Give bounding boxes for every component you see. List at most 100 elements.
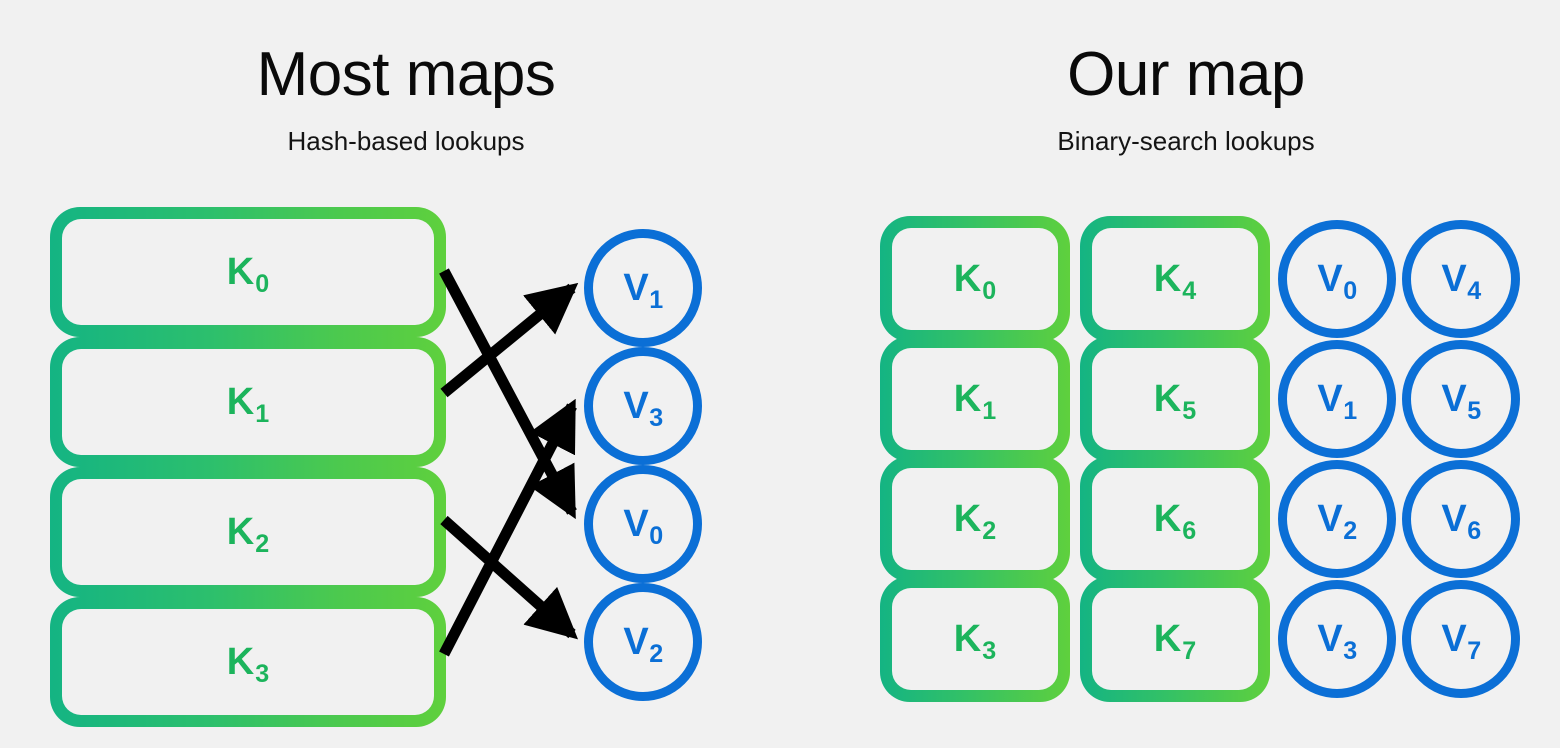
value-label-sub: 2: [1343, 516, 1358, 545]
value-label-sub: 1: [649, 285, 664, 314]
value-label: V5: [1441, 378, 1481, 423]
value-label: V1: [1317, 378, 1357, 423]
key-label-sub: 7: [1182, 636, 1197, 665]
key-label-sub: 4: [1182, 276, 1197, 305]
right-panel-subtitle: Binary-search lookups: [1057, 126, 1315, 156]
value-circle-left-1[interactable]: V3: [584, 347, 702, 465]
key-label: K3: [226, 641, 269, 686]
key-box-inner: K1: [892, 348, 1058, 450]
value-label-base: V: [1441, 258, 1467, 300]
key-label-base: K: [226, 511, 255, 553]
key-label: K0: [226, 251, 269, 296]
value-circle-right-c1-r0[interactable]: V4: [1402, 220, 1520, 338]
key-box-left-0[interactable]: K0: [50, 207, 446, 337]
value-circle-right-c0-r0[interactable]: V0: [1278, 220, 1396, 338]
key-label: K3: [953, 618, 996, 663]
value-label: V0: [1317, 258, 1357, 303]
key-label: K0: [953, 258, 996, 303]
value-circle-left-2[interactable]: V0: [584, 465, 702, 583]
key-box-inner: K0: [62, 219, 434, 325]
key-box-right-c0-r2[interactable]: K2: [880, 456, 1070, 582]
value-label-base: V: [623, 267, 649, 309]
value-circle-right-c0-r2[interactable]: V2: [1278, 460, 1396, 578]
value-label-sub: 0: [1343, 276, 1358, 305]
key-box-inner: K5: [1092, 348, 1258, 450]
key-label-sub: 0: [982, 276, 997, 305]
right-panel-title: Our map: [1067, 40, 1305, 109]
left-panel-subtitle: Hash-based lookups: [287, 126, 525, 156]
key-box-left-1[interactable]: K1: [50, 337, 446, 467]
value-label: V3: [623, 387, 663, 430]
value-label-base: V: [1441, 618, 1467, 660]
value-circle-left-0[interactable]: V1: [584, 229, 702, 347]
key-label: K1: [953, 378, 996, 423]
key-box-inner: K4: [1092, 228, 1258, 330]
value-label-base: V: [1441, 378, 1467, 420]
key-box-inner: K6: [1092, 468, 1258, 570]
key-box-right-c1-r0[interactable]: K4: [1080, 216, 1270, 342]
value-circle-right-c0-r3[interactable]: V3: [1278, 580, 1396, 698]
value-label-sub: 3: [1343, 636, 1358, 665]
value-label-base: V: [1317, 378, 1343, 420]
key-box-right-c0-r0[interactable]: K0: [880, 216, 1070, 342]
key-box-inner: K2: [892, 468, 1058, 570]
key-box-right-c0-r1[interactable]: K1: [880, 336, 1070, 462]
value-circle-right-c1-r3[interactable]: V7: [1402, 580, 1520, 698]
key-box-inner: K1: [62, 349, 434, 455]
key-label: K4: [1153, 258, 1196, 303]
value-label-sub: 7: [1467, 636, 1482, 665]
key-label-base: K: [1153, 258, 1182, 300]
key-label-base: K: [953, 258, 982, 300]
value-label: V4: [1441, 258, 1481, 303]
key-box-right-c1-r1[interactable]: K5: [1080, 336, 1270, 462]
key-box-right-c1-r2[interactable]: K6: [1080, 456, 1270, 582]
key-box-left-3[interactable]: K3: [50, 597, 446, 727]
key-label-base: K: [226, 641, 255, 683]
value-label: V2: [1317, 498, 1357, 543]
key-label-base: K: [953, 378, 982, 420]
value-label: V3: [1317, 620, 1357, 663]
key-label: K5: [1154, 380, 1196, 423]
key-label: K7: [1154, 620, 1196, 663]
value-label-sub: 6: [1467, 516, 1482, 545]
arrow-k0-to-v0: [439, 268, 577, 520]
value-label: V0: [623, 505, 663, 548]
key-label-sub: 2: [255, 529, 270, 558]
key-label-sub: 2: [982, 516, 997, 545]
key-box-inner: K2: [62, 479, 434, 585]
value-label: V1: [623, 267, 663, 312]
value-label: V6: [1441, 498, 1481, 543]
key-label-sub: 5: [1182, 396, 1197, 425]
key-box-right-c0-r3[interactable]: K3: [880, 576, 1070, 702]
value-circle-right-c0-r1[interactable]: V1: [1278, 340, 1396, 458]
key-box-inner: K3: [62, 609, 434, 715]
value-label-base: V: [623, 621, 649, 663]
value-label-base: V: [1317, 498, 1343, 540]
value-circle-right-c1-r1[interactable]: V5: [1402, 340, 1520, 458]
key-box-right-c1-r3[interactable]: K7: [1080, 576, 1270, 702]
key-label-sub: 0: [255, 269, 270, 298]
value-label-sub: 0: [649, 521, 664, 550]
key-label-base: K: [1153, 498, 1182, 540]
value-circle-right-c1-r2[interactable]: V6: [1402, 460, 1520, 578]
arrow-k2-to-v2: [440, 515, 579, 640]
arrow-k3-to-v3: [439, 398, 577, 657]
key-label-base: K: [953, 618, 982, 660]
key-label-base: K: [953, 498, 982, 540]
key-label: K2: [226, 511, 269, 556]
key-box-inner: K7: [1092, 588, 1258, 690]
key-box-left-2[interactable]: K2: [50, 467, 446, 597]
value-label-base: V: [1317, 258, 1343, 300]
key-label: K1: [227, 383, 269, 426]
value-label-sub: 4: [1467, 276, 1482, 305]
key-label-sub: 1: [255, 399, 270, 428]
value-label-sub: 2: [649, 639, 664, 668]
value-label: V2: [623, 621, 663, 666]
key-label-base: K: [226, 251, 255, 293]
key-label-sub: 6: [1182, 516, 1197, 545]
value-label: V7: [1441, 618, 1481, 663]
value-circle-left-3[interactable]: V2: [584, 583, 702, 701]
left-panel-title: Most maps: [256, 40, 556, 109]
value-label-base: V: [1441, 498, 1467, 540]
